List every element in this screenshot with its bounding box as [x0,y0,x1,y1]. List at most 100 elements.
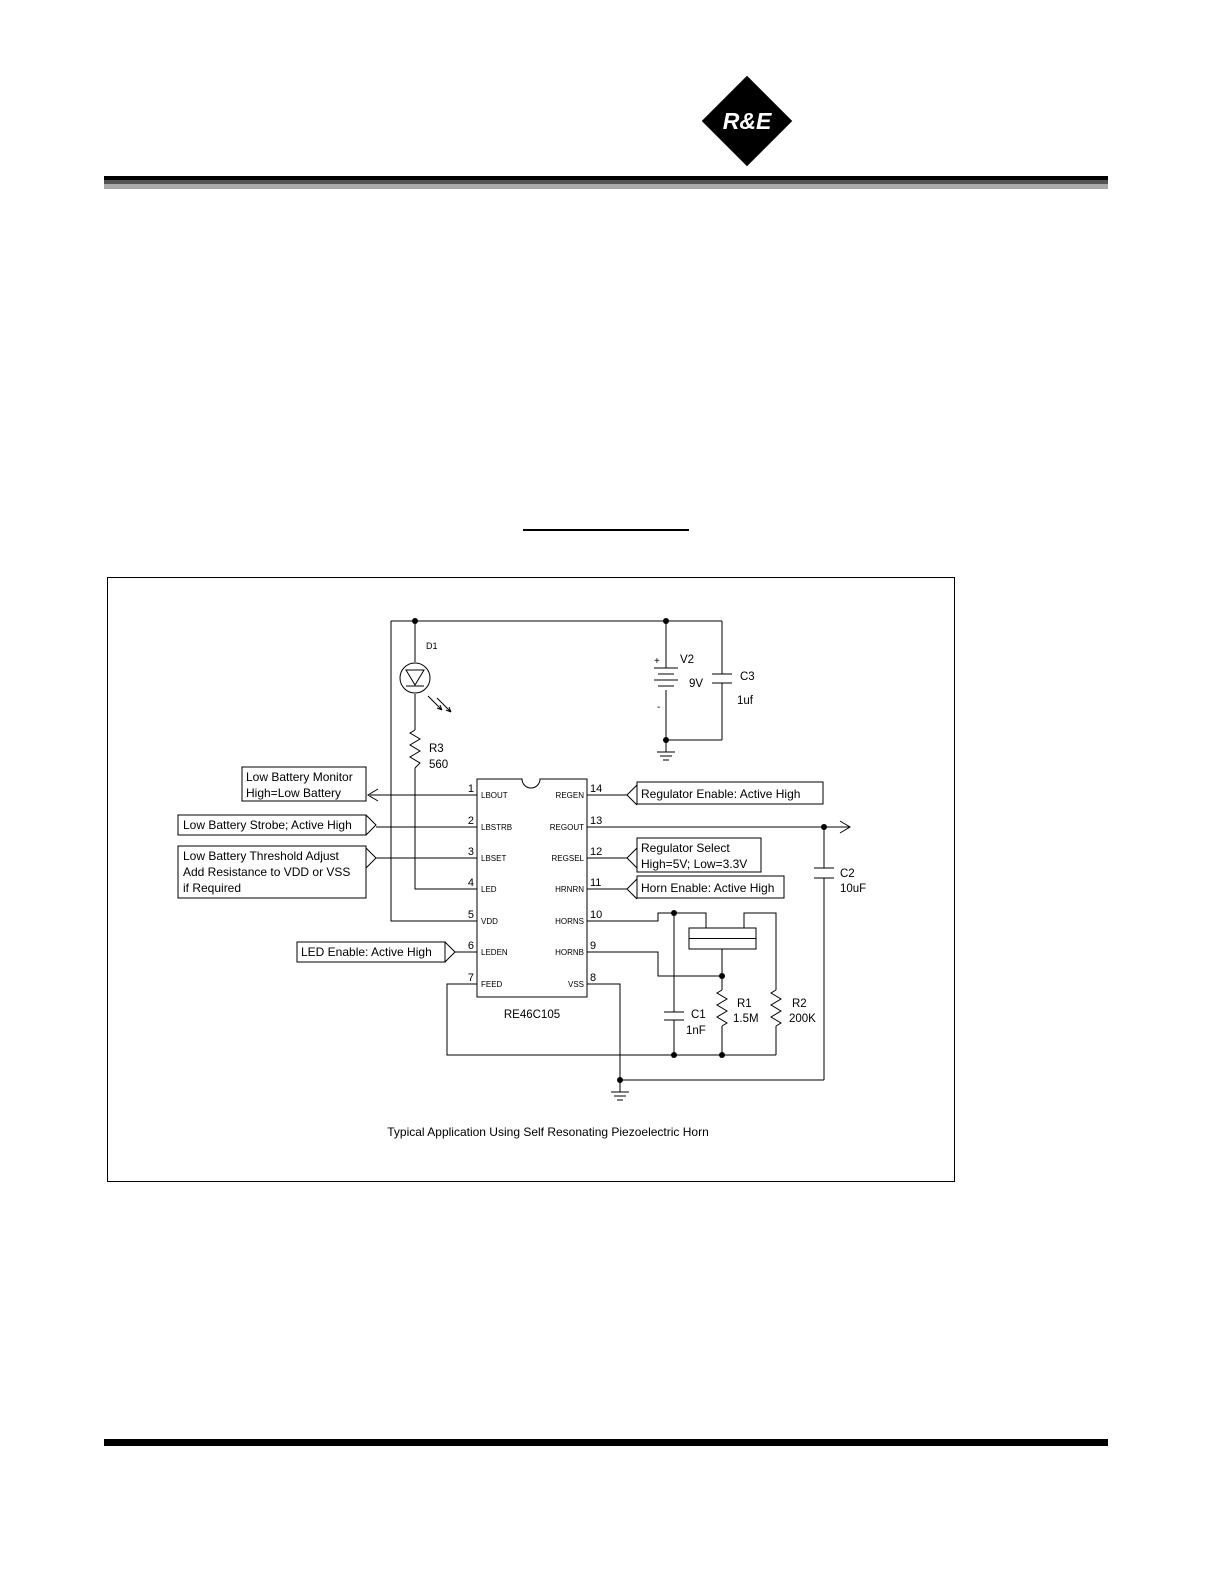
pin-num-8: 8 [590,972,596,984]
lbout-line-2: High=Low Battery [246,786,341,800]
c1-capacitor [664,1011,684,1021]
lbset-line-3: if Required [183,881,241,895]
application-circuit-figure [107,577,955,1182]
pin-num-5: 5 [468,909,474,921]
regen-line-1: Regulator Enable: Active High [641,787,800,801]
v2-value: 9V [689,678,703,690]
box-leden [296,941,446,963]
pin-num-11: 11 [590,877,601,889]
lbout-line-1: Low Battery Monitor [246,770,353,784]
lbset-line-2: Add Resistance to VDD or VSS [183,865,350,879]
wire-vss [607,983,824,1092]
c3-value: 1uf [737,695,754,707]
r1-resistor [716,989,728,1027]
header-rule [104,176,1108,189]
c2-capacitor [814,867,834,879]
ground-battery [657,740,675,761]
pin-name-10: HORNS [555,917,584,926]
pin-name-6: LEDEN [481,948,508,957]
wire-led [414,621,457,890]
wire-horns [607,912,707,1055]
c2-ref: C2 [840,868,855,880]
tip-regen [626,784,638,806]
box-regsel [636,837,762,873]
pin-num-12: 12 [590,846,602,858]
c1-value: 1nF [686,1025,706,1037]
pin-name-5: VDD [481,917,498,926]
figure-caption: Typical Application Using Self Resonatin… [387,1125,709,1139]
tip-regsel [626,847,638,869]
pin-name-12: REGSEL [552,854,585,863]
company-logo: R&E [701,75,793,167]
piezo-horn [688,912,777,1055]
ground-vss [611,1091,629,1101]
wire-hornb [607,949,723,1055]
r3-resistor [409,729,421,769]
wire-lbout [367,788,457,802]
pin-name-13: REGOUT [550,823,584,832]
pin-num-1: 1 [468,783,474,795]
wire-regout [607,820,851,834]
v2-ref: V2 [680,654,694,666]
tip-lbstrb [365,814,377,836]
pin-num-14: 14 [590,783,602,795]
v2-plus: + [654,656,660,667]
section-heading-underline [523,529,689,531]
r1-value: 1.5M [733,1013,759,1025]
ic-body [476,778,588,998]
regsel-line-1: Regulator Select [641,841,730,855]
v2-minus: - [657,702,660,713]
box-lbset [177,845,367,899]
wire-feed [446,983,776,1056]
pin-leads-right [587,794,607,985]
pin-name-4: LED [481,885,497,894]
r3-value: 560 [429,759,448,771]
c3-ref: C3 [740,671,755,683]
pin-name-3: LBSET [481,854,506,863]
pin-name-11: HRNRN [555,885,584,894]
pin-num-3: 3 [468,846,474,858]
d1-light-arrows [427,695,452,713]
box-hrnrn [636,875,785,899]
r2-value: 200K [789,1013,816,1025]
pin-name-2: LBSTRB [481,823,512,832]
leden-line-1: LED Enable: Active High [301,945,432,959]
d1-led-body [399,662,431,694]
r2-resistor [770,989,782,1027]
pin-num-9: 9 [590,940,596,952]
c2-value: 10uF [840,883,866,895]
tip-hrnrn [626,878,638,900]
r2-ref: R2 [792,998,807,1010]
pin-name-7: FEED [481,980,503,989]
pin-num-4: 4 [468,877,474,889]
pin-num-6: 6 [468,940,474,952]
ic-part-name: RE46C105 [504,1009,560,1021]
pin-num-10: 10 [590,909,602,921]
c3-capacitor [712,673,732,684]
tip-leden [444,941,456,963]
lbstrb-line-1: Low Battery Strobe; Active High [183,818,352,832]
pin-num-13: 13 [590,815,602,827]
pin-name-8: VSS [568,980,584,989]
footer-rule [104,1439,1108,1446]
regsel-line-2: High=5V; Low=3.3V [641,857,747,871]
d1-ref: D1 [426,641,438,651]
pin-name-14: REGEN [556,791,585,800]
wire-battery [665,621,722,741]
logo-text: R&E [722,108,772,134]
pin-num-7: 7 [468,972,474,984]
r3-ref: R3 [429,743,444,755]
lbset-line-1: Low Battery Threshold Adjust [183,849,340,863]
junction-dots [412,618,827,1083]
pin-name-1: LBOUT [481,791,508,800]
pin-name-9: HORNB [555,948,584,957]
box-lbout [241,766,367,802]
box-lbstrb [177,814,367,836]
pin-leads-left [457,794,477,985]
box-regen [636,781,824,805]
c1-ref: C1 [691,1009,706,1021]
v2-battery [654,667,678,687]
d1-led-symbol [405,669,425,687]
tip-lbset [365,847,377,869]
